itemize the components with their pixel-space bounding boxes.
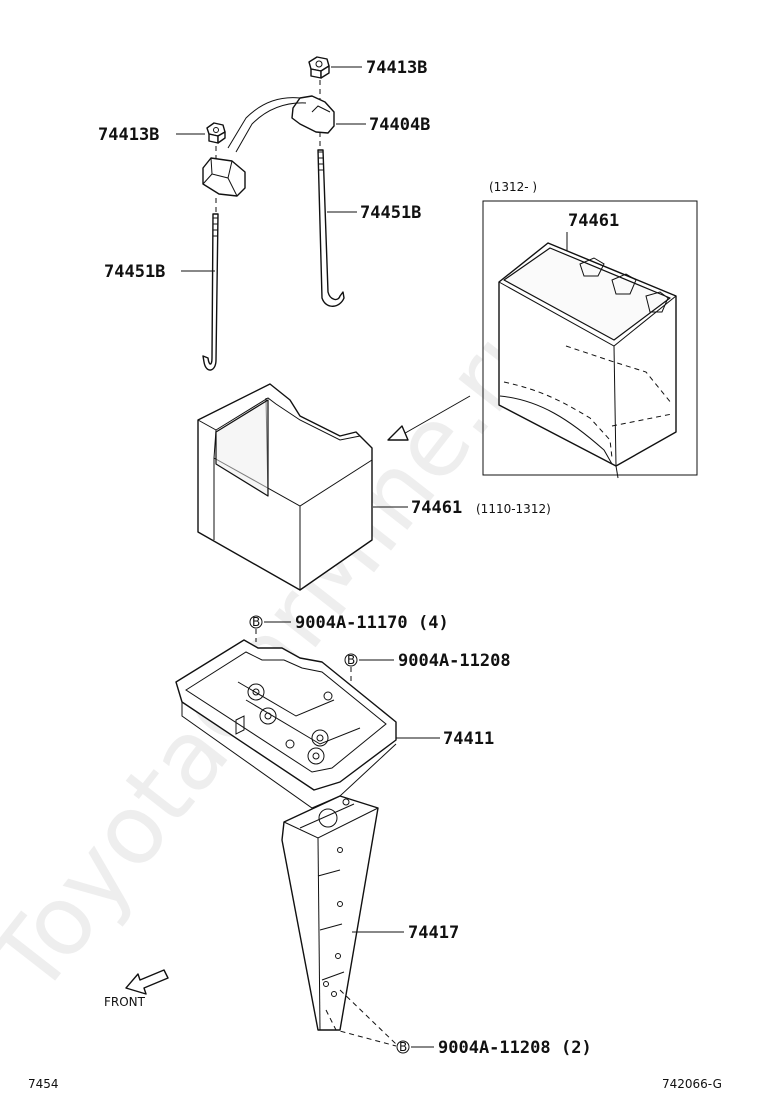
- label-74461-range: (1110-1312): [476, 502, 551, 516]
- bolt-b2: B: [344, 653, 394, 682]
- label-74404b: 74404B: [369, 115, 430, 135]
- circle-b-3: B: [399, 1040, 407, 1054]
- bolt-b3: B: [396, 1040, 434, 1054]
- circle-b-1: B: [252, 615, 260, 629]
- inset-box: (1312- ) 74461: [482, 180, 698, 479]
- nut-left-icon: [206, 122, 226, 144]
- label-9004a-11208-qty: (2): [561, 1038, 592, 1058]
- label-74461: 74461: [411, 498, 462, 518]
- label-74411: 74411: [443, 729, 494, 749]
- footer-right-code: 742066-G: [662, 1077, 722, 1091]
- label-74413b-left: 74413B: [98, 125, 159, 145]
- label-74413b-top: 74413B: [366, 58, 427, 78]
- front-direction-arrow-icon: [125, 969, 169, 995]
- nut-top-icon: [308, 56, 330, 79]
- hook-rod-right-icon: [317, 132, 345, 307]
- hook-rod-left-icon: [202, 213, 219, 371]
- label-9004a-11208-2: 9004A-11208: [438, 1038, 551, 1058]
- battery-clamp-assembly: [176, 56, 366, 371]
- label-74461-inset: 74461: [568, 211, 619, 231]
- label-9004a-11170: 9004A-11170: [295, 613, 408, 633]
- label-74451b-left: 74451B: [104, 262, 165, 282]
- label-9004a-11208: 9004A-11208: [398, 651, 511, 671]
- battery-insulator: [197, 383, 373, 591]
- front-label: FRONT: [104, 995, 146, 1009]
- inset-arrow: [387, 395, 471, 441]
- battery-tray: [175, 639, 397, 809]
- tray-bracket: [281, 795, 397, 1047]
- inset-range-label: (1312- ): [489, 180, 537, 194]
- label-74451b-right: 74451B: [360, 203, 421, 223]
- bolt-b1: B: [249, 615, 291, 642]
- label-74417: 74417: [408, 923, 459, 943]
- footer-left-code: 7454: [28, 1077, 59, 1091]
- label-9004a-11170-qty: (4): [418, 613, 449, 633]
- circle-b-2: B: [347, 653, 355, 667]
- watermark-text: ToyotaCarMine.ru: [0, 284, 574, 1015]
